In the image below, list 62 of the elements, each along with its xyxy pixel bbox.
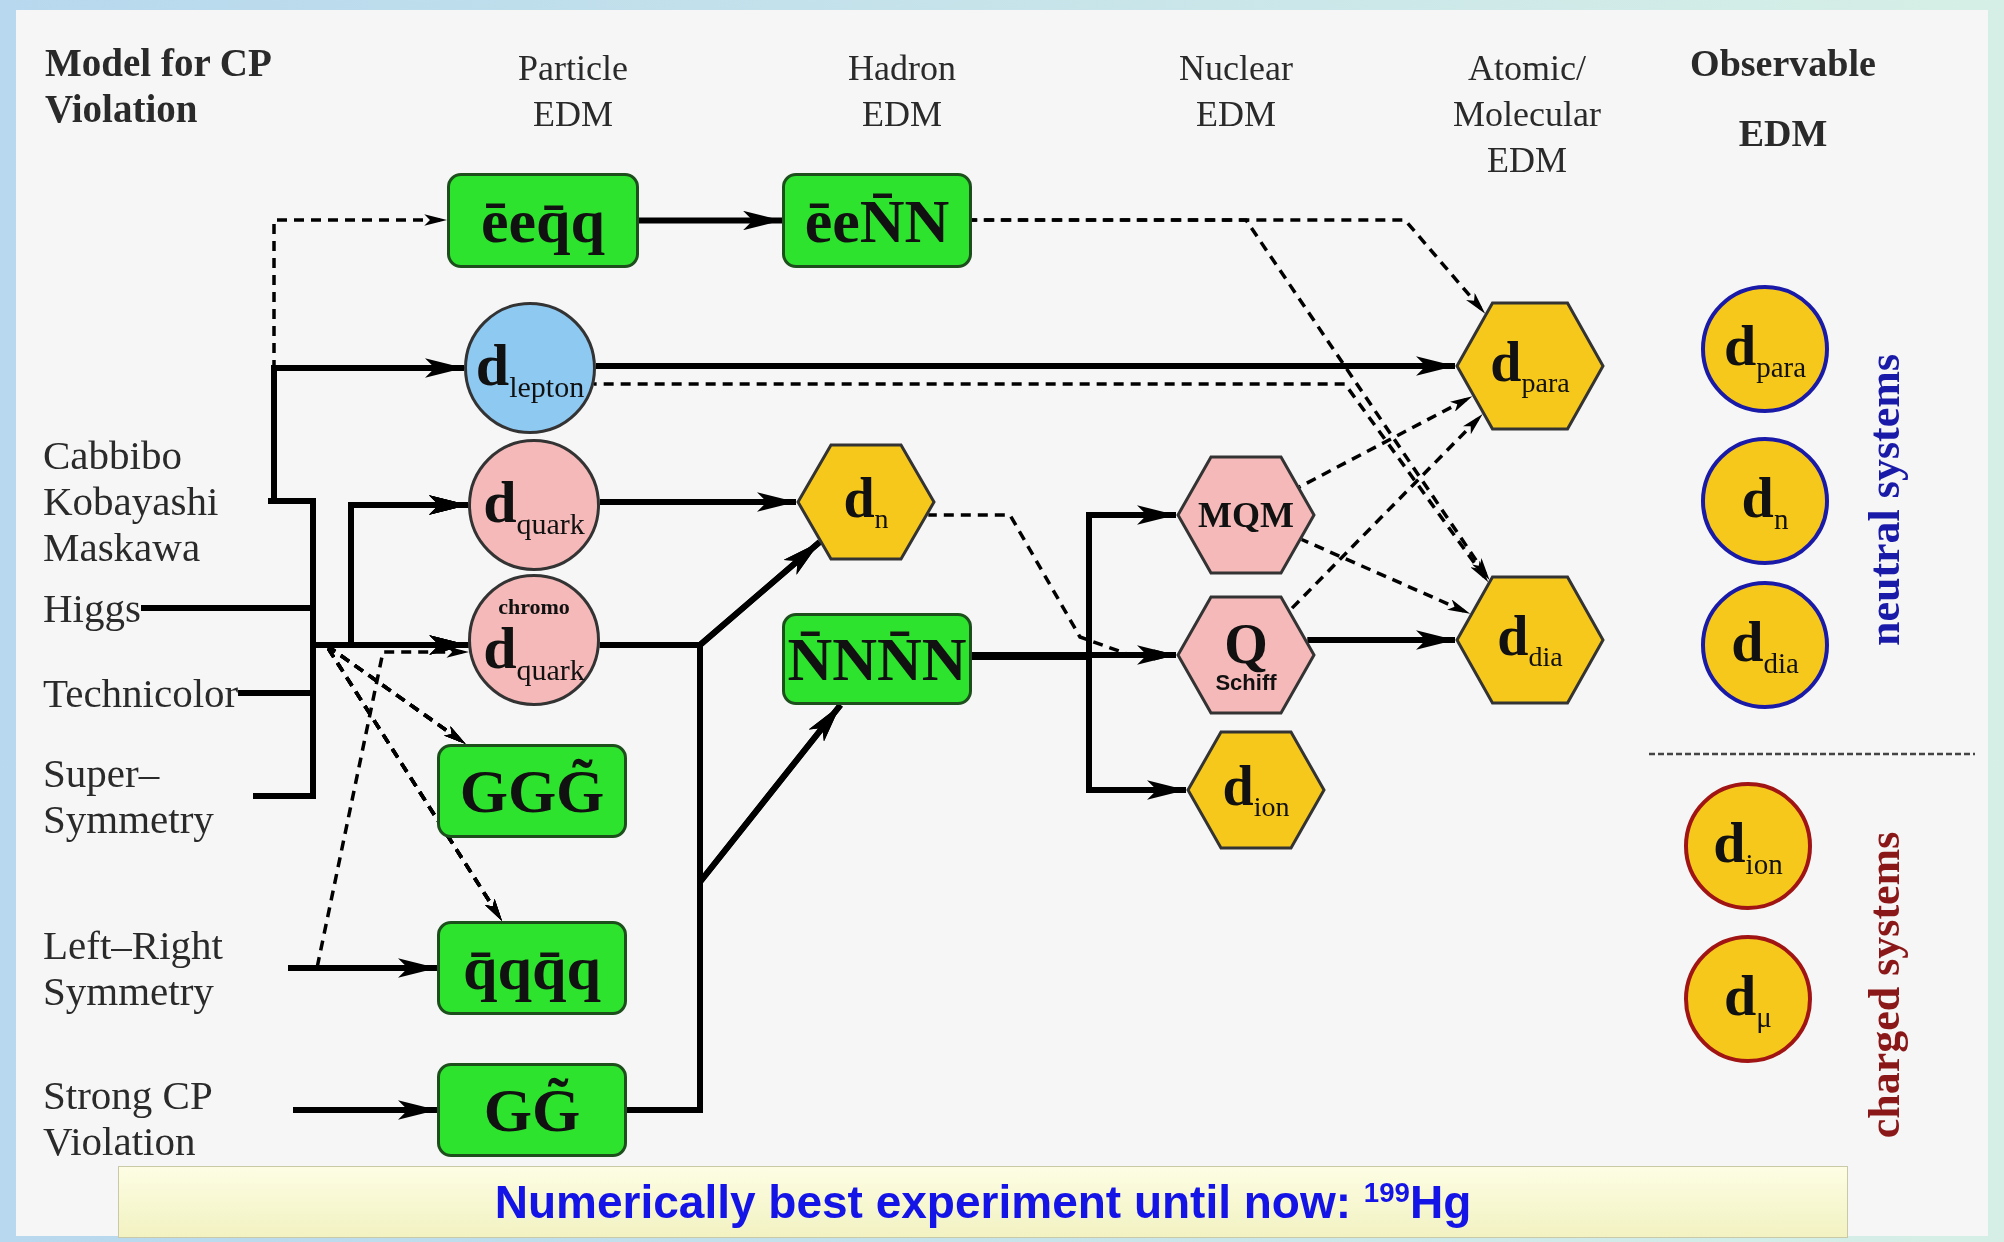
node-label: d$_{ion}$ bbox=[1713, 813, 1783, 879]
edm-hexagon bbox=[796, 443, 936, 561]
edm-hexagon bbox=[1455, 575, 1605, 705]
arrow bbox=[599, 492, 796, 512]
node-label: d$_{quark}$ bbox=[483, 617, 585, 685]
dashed-arrow bbox=[1301, 537, 1471, 616]
operator-box bbox=[437, 1063, 627, 1157]
column-heading: Particle EDM bbox=[517, 47, 629, 136]
column-heading: Observable EDM bbox=[1689, 41, 1877, 156]
operator-box bbox=[782, 173, 972, 268]
model-label: Left–Right Symmetry bbox=[43, 922, 224, 1014]
node-label: d$_{n}$ bbox=[843, 470, 889, 534]
node-label: Q bbox=[1224, 616, 1268, 672]
column-heading: Nuclear EDM bbox=[1178, 47, 1294, 136]
dashed-arrow bbox=[1298, 394, 1474, 489]
arrow bbox=[1307, 630, 1455, 650]
caption-text: Numerically best experiment until now: $^{199}$Hg bbox=[494, 1175, 1472, 1229]
node-label: d$_{dia}$ bbox=[1497, 608, 1563, 672]
arrow bbox=[293, 1100, 437, 1120]
dashed-arrow bbox=[1288, 412, 1484, 612]
model-label: Super– Symmetry bbox=[43, 750, 215, 842]
group-label: neutral systems bbox=[1863, 353, 1907, 647]
node-label: GGG̃ bbox=[459, 760, 605, 822]
operator-box bbox=[447, 173, 639, 268]
node-label: d$_{ion}$ bbox=[1222, 758, 1290, 822]
arrow bbox=[288, 958, 437, 978]
node-label: d$_{quark}$ bbox=[483, 471, 585, 539]
edm-hexagon bbox=[1186, 730, 1326, 850]
node-label: N̄NN̄N bbox=[787, 628, 967, 690]
node-label: d$_{n}$ bbox=[1741, 468, 1789, 534]
node-label: d$_{dia}$ bbox=[1731, 612, 1799, 678]
model-label: Strong CP Violation bbox=[43, 1072, 213, 1164]
dashed-arrow bbox=[594, 382, 1490, 584]
arrow bbox=[972, 654, 1186, 800]
operator-box bbox=[437, 921, 627, 1015]
model-label: Cabbibo Kobayashi Maskawa bbox=[43, 432, 220, 570]
node-label: d$_{para}$ bbox=[1490, 334, 1570, 398]
edm-hexagon bbox=[1176, 455, 1316, 575]
dashed-arrow bbox=[288, 646, 470, 970]
operator-box bbox=[782, 613, 972, 705]
node-label: chromo bbox=[498, 595, 570, 618]
node-label: d$_{para}$ bbox=[1723, 316, 1807, 382]
edm-hexagon bbox=[1176, 595, 1316, 715]
operator-box bbox=[437, 744, 627, 838]
arrow bbox=[595, 356, 1455, 376]
group-label: charged systems bbox=[1863, 831, 1907, 1139]
node-label: ēeN̄N bbox=[804, 189, 950, 252]
node-label: MQM bbox=[1198, 497, 1294, 533]
edm-hexagon bbox=[1455, 301, 1605, 431]
node-label: GG̃ bbox=[483, 1079, 581, 1141]
node-label: Schiff bbox=[1215, 672, 1277, 694]
model-label: Technicolor bbox=[43, 670, 239, 716]
node-label: d$_{μ}$ bbox=[1724, 966, 1772, 1032]
arrow bbox=[639, 210, 782, 231]
arrow bbox=[972, 645, 1176, 665]
node-label: d$_{lepton}$ bbox=[475, 334, 585, 402]
model-label: Higgs bbox=[43, 585, 141, 631]
dashed-arrow bbox=[972, 218, 1491, 582]
column-heading: Hadron EDM bbox=[847, 47, 957, 136]
column-heading: Model for CP Violation bbox=[45, 40, 272, 132]
arrow bbox=[627, 703, 843, 1113]
column-heading: Atomic/ Molecular EDM bbox=[1452, 47, 1602, 182]
